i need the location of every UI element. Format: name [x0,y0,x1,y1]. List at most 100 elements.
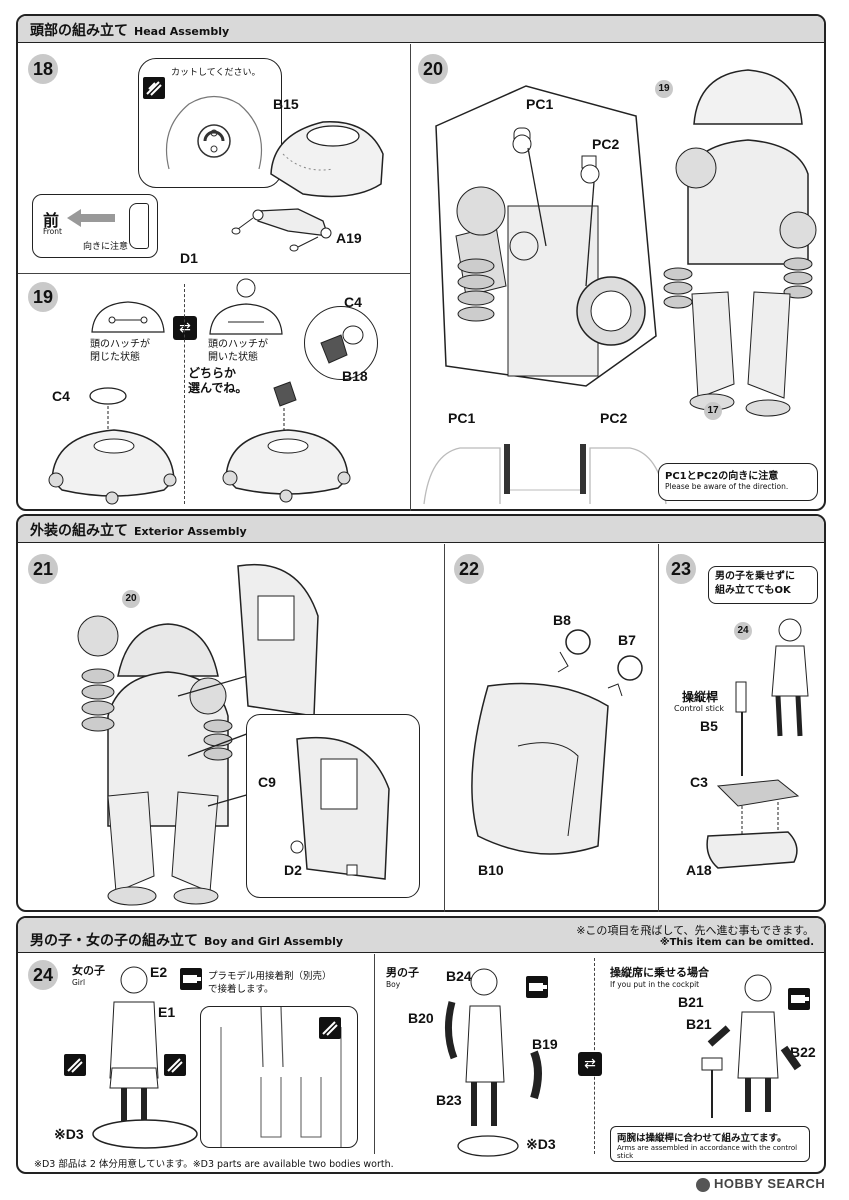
glue-icon [180,968,202,990]
boy-label-jp: 男の子 [386,966,419,979]
ref-step-17: 17 [704,402,722,420]
hatch-detail-drawing [165,95,263,170]
section-title-en: Exterior Assembly [134,525,247,538]
part-label-c3: C3 [690,774,708,790]
pc-direction-note: PC1とPC2の向きに注意 Please be aware of the dir… [658,463,818,501]
section-title-en: Boy and Girl Assembly [204,935,344,948]
hatch-open-label: 頭のハッチが 開いた状態 [208,339,268,363]
part-label-d3-girl: ※D3 [54,1126,84,1142]
divider [374,954,375,1154]
boy-figure-assembly-drawing [445,968,542,1157]
boy-figure-drawing [771,618,809,737]
step-20-number: 20 [418,54,448,84]
part-label-pc1-bottom: PC1 [448,410,476,426]
front-en: Front [43,227,62,236]
part-label-e2: E2 [150,964,168,980]
footnote: ※D3 部品は 2 体分用意しています。※D3 parts are availa… [34,1159,394,1170]
b10-exterior-drawing [471,629,643,855]
part-label-d1: D1 [180,250,198,266]
c9-detail-box [246,714,420,898]
robot-exterior-drawing [77,615,279,906]
ref-step-24: 24 [734,622,752,640]
cockpit-label-jp: 操縦席に乗せる場合 [610,966,709,979]
step-19-number: 19 [28,282,58,312]
pc-direction-drawing [423,444,667,505]
head-side-icon [129,203,149,249]
watermark-text: HOBBY SEARCH [714,1176,826,1191]
part-label-a19: A19 [336,230,362,246]
watermark: HOBBY SEARCH [696,1176,825,1192]
control-stick-jp: 操縦桿 [682,690,719,704]
pc-note-jp: PC1とPC2の向きに注意 [665,471,779,482]
hatch-closed-label: 頭のハッチが 閉じた状態 [90,339,150,363]
part-label-b24: B24 [446,968,472,984]
step-18-number: 18 [28,54,58,84]
c9-panel-drawing [237,563,319,717]
part-label-e1: E1 [158,1004,176,1020]
boy-cockpit-drawing [701,974,802,1118]
watermark-logo-icon [696,1177,710,1192]
part-label-c9: C9 [258,774,276,790]
step-23-number: 23 [666,554,696,584]
step-22-number: 22 [454,554,484,584]
divider [18,273,410,274]
part-label-b21-top: B21 [678,994,704,1010]
arms-note-jp: 両腕は操縦桿に合わせて組み立てます。 [617,1133,787,1144]
part-label-d3-boy: ※D3 [526,1136,556,1152]
boy-label-en: Boy [386,980,401,989]
part-label-b10: B10 [478,862,504,878]
arms-note-en: Arms are assembled in accordance with th… [617,1144,798,1160]
cut-detail-box: カットしてください。 [138,58,282,188]
part-label-b19: B19 [532,1036,558,1052]
glue-icon [526,976,548,998]
skip-note-en: ※This item can be omitted. [659,937,814,948]
cutter-icon [164,1054,186,1076]
cockpit-drawing [706,681,800,869]
base-detail-drawing [220,1006,342,1147]
no-boy-note: 男の子を乗せずに 組み立ててもOK [708,566,818,604]
part-label-d2: D2 [284,862,302,878]
part-label-pc1: PC1 [526,96,554,112]
pc-note-en: Please be aware of the direction. [665,482,789,491]
divider [658,544,659,912]
hatch-open-icon [209,278,283,335]
a19-part-drawing [231,208,332,252]
part-label-c4: C4 [52,388,70,404]
part-label-pc2-bottom: PC2 [600,410,628,426]
b18-detail-circle [304,306,378,380]
part-label-a18: A18 [686,862,712,878]
swap-icon: ⇄ [173,316,197,340]
part-label-pc2: PC2 [592,136,620,152]
robot-body-drawing [663,69,817,417]
divider-dashed [184,284,185,504]
arms-note: 両腕は操縦桿に合わせて組み立てます。 Arms are assembled in… [610,1126,810,1162]
cutter-icon [319,1017,341,1039]
head-open-drawing [222,381,351,503]
part-label-b23: B23 [436,1092,462,1108]
girl-label-en: Girl [72,978,86,987]
cut-note: カットしてください。 [171,68,261,78]
choose-label: どちらか 選んでね。 [188,366,248,395]
b18-part-drawing [320,325,364,364]
cockpit-label-en: If you put in the cockpit [610,980,700,989]
divider [410,44,411,511]
part-label-b18: B18 [342,368,368,384]
part-label-b20: B20 [408,1010,434,1026]
pc-parts-closeup-drawing [435,85,657,387]
part-label-b8: B8 [553,612,571,628]
hatch-closed-icon [91,301,165,333]
glue-note: プラモデル用接着剤（別売） で接着します。 [208,971,332,995]
arrow-left-icon [67,209,115,227]
cutter-icon [64,1054,86,1076]
girl-base-drawing [92,1119,198,1149]
no-boy-note-text: 男の子を乗せずに 組み立ててもOK [715,571,795,596]
head-closed-drawing [48,387,177,505]
girl-figure-drawing [109,966,159,1124]
